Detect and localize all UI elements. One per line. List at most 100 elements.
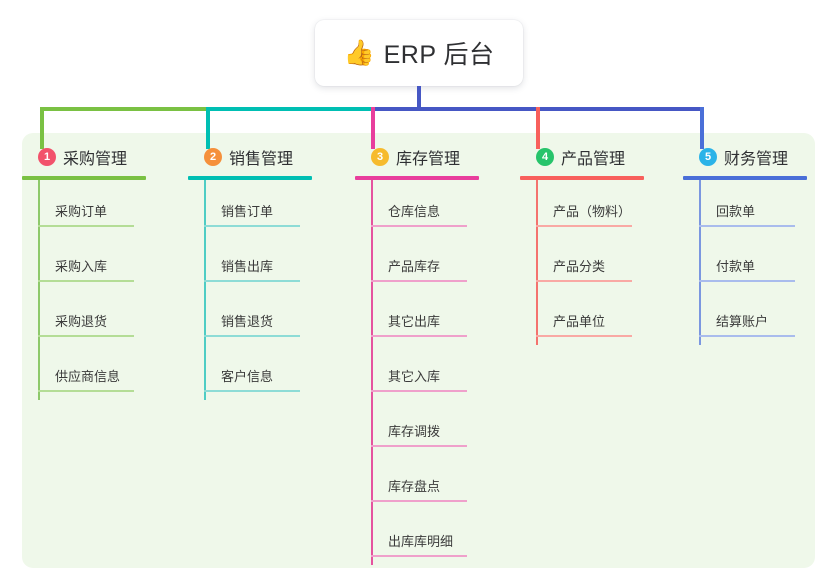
leaf-item-rule — [371, 500, 467, 502]
leaf-item-rule — [204, 280, 300, 282]
branch-title: 库存管理 — [396, 151, 461, 168]
leaf-item-label: 采购入库 — [55, 259, 108, 274]
branch-drop-2 — [206, 107, 210, 149]
leaf-item-rule — [699, 280, 795, 282]
leaf-item-label: 客户信息 — [221, 369, 274, 384]
leaf-item-rule — [38, 280, 134, 282]
leaf-item-label: 其它出库 — [388, 314, 441, 329]
leaf-item[interactable]: 其它出库 — [355, 290, 505, 345]
branch-items: 仓库信息产品库存其它出库其它入库库存调拨库存盘点出库库明细 — [355, 180, 505, 565]
leaf-item-rule — [204, 390, 300, 392]
branch-header-4[interactable]: 4 产品管理 — [520, 145, 670, 169]
branch-drop-5 — [700, 107, 704, 149]
branch-number-badge: 4 — [536, 148, 554, 166]
leaf-item[interactable]: 销售出库 — [188, 235, 338, 290]
trunk-segment-green — [40, 107, 206, 111]
leaf-item[interactable]: 产品分类 — [520, 235, 670, 290]
branch-drop-4 — [536, 107, 540, 149]
root-node[interactable]: 👍 ERP 后台 — [315, 20, 523, 86]
leaf-item[interactable]: 采购订单 — [22, 180, 172, 235]
leaf-item-rule — [699, 225, 795, 227]
branch-header-1[interactable]: 1 采购管理 — [22, 145, 172, 169]
branch-title: 采购管理 — [63, 151, 128, 168]
leaf-item-label: 销售订单 — [221, 204, 274, 219]
leaf-item-rule — [371, 390, 467, 392]
leaf-item-rule — [38, 335, 134, 337]
branch-items: 销售订单销售出库销售退货客户信息 — [188, 180, 338, 400]
leaf-item[interactable]: 采购退货 — [22, 290, 172, 345]
leaf-item-rule — [536, 335, 632, 337]
trunk-segment-teal — [206, 107, 371, 111]
leaf-item-label: 库存盘点 — [388, 479, 441, 494]
leaf-item-rule — [38, 390, 134, 392]
leaf-item[interactable]: 库存调拨 — [355, 400, 505, 455]
leaf-item-rule — [204, 335, 300, 337]
branch-spine — [699, 180, 701, 345]
leaf-item-label: 采购退货 — [55, 314, 108, 329]
leaf-item-label: 回款单 — [716, 204, 756, 219]
leaf-item-rule — [371, 555, 467, 557]
leaf-item-label: 其它入库 — [388, 369, 441, 384]
leaf-item[interactable]: 回款单 — [683, 180, 833, 235]
branch-title: 财务管理 — [724, 151, 789, 168]
leaf-item-label: 结算账户 — [716, 314, 769, 329]
leaf-item-label: 仓库信息 — [388, 204, 441, 219]
branch-number-badge: 1 — [38, 148, 56, 166]
leaf-item[interactable]: 产品（物料） — [520, 180, 670, 235]
branch-drop-3 — [371, 107, 375, 149]
leaf-item[interactable]: 产品单位 — [520, 290, 670, 345]
branch-column-3: 3 库存管理仓库信息产品库存其它出库其它入库库存调拨库存盘点出库库明细 — [355, 145, 505, 565]
branch-number-badge: 3 — [371, 148, 389, 166]
branch-items: 回款单付款单结算账户 — [683, 180, 833, 345]
leaf-item-rule — [536, 225, 632, 227]
branch-underline — [683, 176, 807, 180]
leaf-item-rule — [204, 225, 300, 227]
leaf-item-rule — [371, 335, 467, 337]
leaf-item[interactable]: 供应商信息 — [22, 345, 172, 400]
leaf-item-rule — [38, 225, 134, 227]
branch-column-4: 4 产品管理产品（物料）产品分类产品单位 — [520, 145, 670, 345]
leaf-item-label: 采购订单 — [55, 204, 108, 219]
branch-underline — [188, 176, 312, 180]
leaf-item-label: 销售退货 — [221, 314, 274, 329]
branch-number-badge: 5 — [699, 148, 717, 166]
leaf-item-rule — [536, 280, 632, 282]
leaf-item[interactable]: 销售退货 — [188, 290, 338, 345]
root-title: ERP 后台 — [383, 41, 495, 69]
leaf-item[interactable]: 结算账户 — [683, 290, 833, 345]
leaf-item-label: 出库库明细 — [388, 534, 454, 549]
branch-spine — [204, 180, 206, 400]
branch-spine — [371, 180, 373, 565]
branch-header-3[interactable]: 3 库存管理 — [355, 145, 505, 169]
branch-header-5[interactable]: 5 财务管理 — [683, 145, 833, 169]
leaf-item-rule — [371, 280, 467, 282]
leaf-item-label: 库存调拨 — [388, 424, 441, 439]
branch-underline — [22, 176, 146, 180]
leaf-item-label: 销售出库 — [221, 259, 274, 274]
branch-items: 产品（物料）产品分类产品单位 — [520, 180, 670, 345]
leaf-item-rule — [371, 445, 467, 447]
leaf-item[interactable]: 仓库信息 — [355, 180, 505, 235]
branch-spine — [536, 180, 538, 345]
leaf-item-rule — [371, 225, 467, 227]
leaf-item[interactable]: 库存盘点 — [355, 455, 505, 510]
leaf-item[interactable]: 销售订单 — [188, 180, 338, 235]
branch-number-badge: 2 — [204, 148, 222, 166]
thumbs-up-icon: 👍 — [343, 38, 375, 67]
leaf-item[interactable]: 客户信息 — [188, 345, 338, 400]
leaf-item[interactable]: 采购入库 — [22, 235, 172, 290]
leaf-item-rule — [699, 335, 795, 337]
diagram-panel — [22, 133, 815, 568]
branch-underline — [520, 176, 644, 180]
branch-column-1: 1 采购管理采购订单采购入库采购退货供应商信息 — [22, 145, 172, 400]
leaf-item[interactable]: 付款单 — [683, 235, 833, 290]
leaf-item[interactable]: 产品库存 — [355, 235, 505, 290]
branch-column-5: 5 财务管理回款单付款单结算账户 — [683, 145, 833, 345]
branch-title: 产品管理 — [561, 151, 626, 168]
leaf-item-label: 产品库存 — [388, 259, 441, 274]
branch-drop-1 — [40, 107, 44, 149]
leaf-item[interactable]: 其它入库 — [355, 345, 505, 400]
branch-underline — [355, 176, 479, 180]
leaf-item[interactable]: 出库库明细 — [355, 510, 505, 565]
